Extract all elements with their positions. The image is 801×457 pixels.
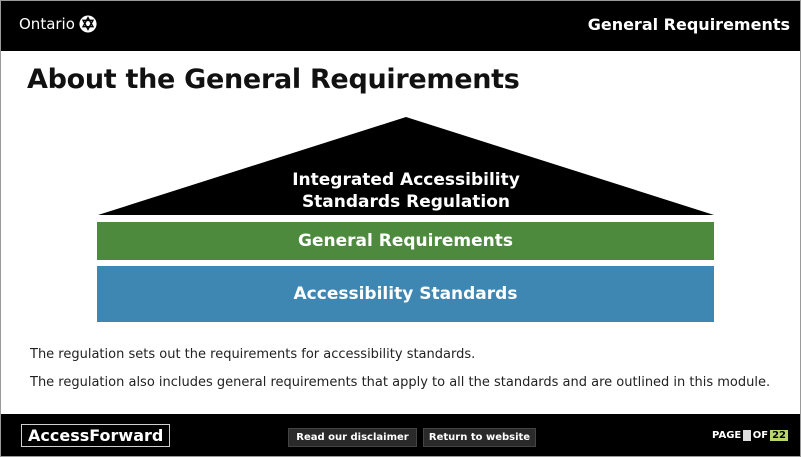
page-indicator: PAGE OF 22: [712, 430, 788, 441]
general-requirements-band: General Requirements: [97, 222, 714, 260]
page-of-label: OF: [752, 430, 769, 441]
roof-label: Integrated Accessibility Standards Regul…: [292, 170, 520, 212]
section-title: General Requirements: [587, 15, 790, 34]
page-label: PAGE: [712, 430, 742, 441]
top-bar: Ontario General Requirements: [1, 1, 800, 51]
page-total: 22: [770, 430, 788, 441]
trillium-icon: [79, 15, 97, 33]
page-current[interactable]: [743, 430, 751, 441]
paragraph-1: The regulation sets out the requirements…: [30, 347, 476, 362]
bottom-band-label: Accessibility Standards: [293, 284, 518, 304]
ontario-logo: Ontario: [19, 15, 97, 33]
disclaimer-button[interactable]: Read our disclaimer: [288, 428, 417, 447]
return-to-website-button[interactable]: Return to website: [423, 428, 536, 447]
page-title: About the General Requirements: [27, 64, 520, 95]
footer-bar: AccessForward Read our disclaimer Return…: [1, 414, 800, 456]
accessibility-standards-band: Accessibility Standards: [97, 266, 714, 322]
logo-text: Ontario: [19, 15, 75, 33]
middle-band-label: General Requirements: [298, 231, 513, 251]
roof-triangle: [98, 117, 714, 215]
paragraph-2: The regulation also includes general req…: [30, 375, 771, 390]
accessforward-logo[interactable]: AccessForward: [21, 424, 171, 447]
